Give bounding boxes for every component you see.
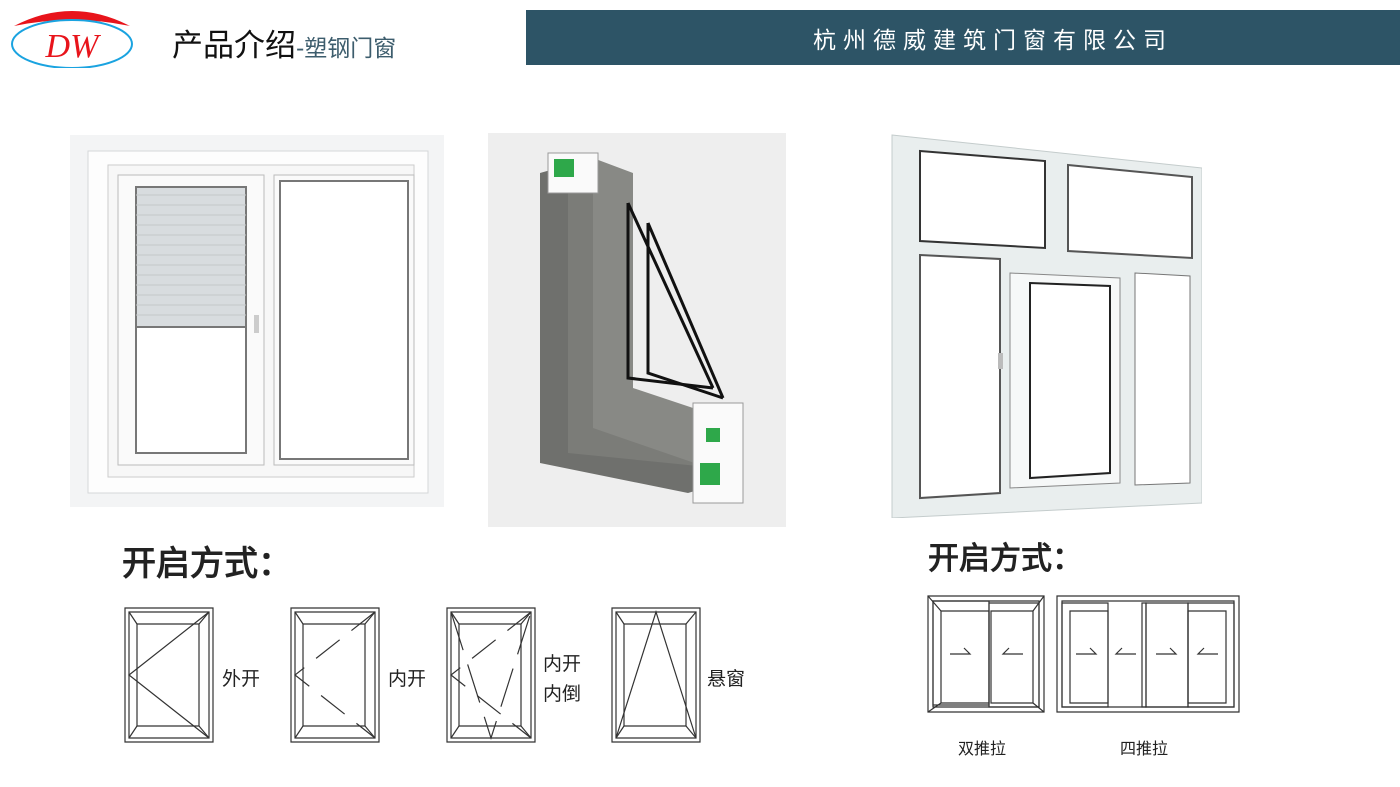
company-logo: DW xyxy=(6,4,138,69)
profile-section-photo xyxy=(488,133,786,527)
company-name: 杭州德威建筑门窗有限公司 xyxy=(813,27,1173,54)
company-banner: 杭州德威建筑门窗有限公司 xyxy=(526,10,1400,65)
page-title: 产品介绍-塑钢门窗 xyxy=(172,20,396,65)
title-sub: -塑钢门窗 xyxy=(296,36,397,62)
tilt-turn-diagram xyxy=(446,607,536,743)
inward-casement-diagram xyxy=(290,607,380,743)
left-opening-heading: 开启方式： xyxy=(122,544,292,584)
casement-window-photo xyxy=(70,135,444,507)
svg-text:DW: DW xyxy=(45,28,102,65)
sliding-window-photo xyxy=(890,133,1202,518)
type-label-quad-sliding: 四推拉 xyxy=(1120,739,1169,758)
top-hung-diagram xyxy=(611,607,701,743)
right-opening-heading: 开启方式： xyxy=(928,541,1083,577)
type-label-tilt-turn-2: 内倒 xyxy=(543,683,582,705)
double-sliding-diagram xyxy=(927,595,1045,713)
type-label-double-sliding: 双推拉 xyxy=(958,739,1007,758)
type-label-outward: 外开 xyxy=(222,668,261,690)
outward-casement-diagram xyxy=(124,607,214,743)
type-label-inward: 内开 xyxy=(388,668,427,690)
title-main: 产品介绍 xyxy=(172,28,296,64)
quad-sliding-diagram xyxy=(1056,595,1240,713)
type-label-top-hung: 悬窗 xyxy=(707,668,746,690)
type-label-tilt-turn-1: 内开 xyxy=(543,653,582,675)
